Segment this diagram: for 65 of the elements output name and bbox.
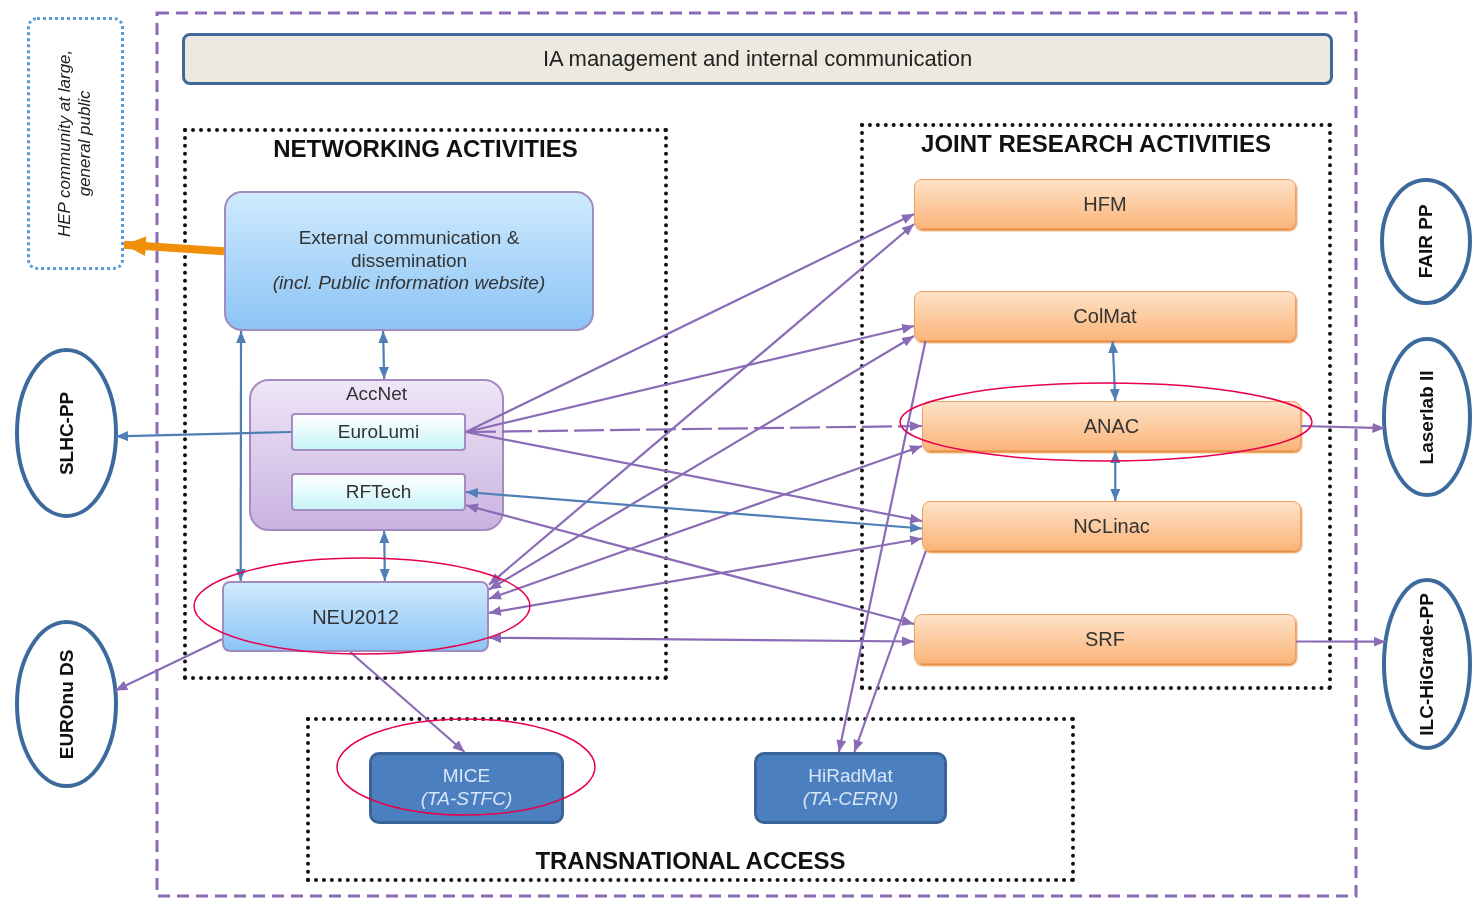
note-text: (incl. Public information website) (271, 272, 547, 296)
label-text: Laserlab II (1415, 369, 1438, 466)
activity-box (914, 291, 1296, 341)
sub-box (291, 413, 466, 451)
label-text: EUROnu DS (55, 648, 78, 761)
label-text: HEP community at large, general public (55, 48, 96, 240)
label-text: External communication & dissemination (297, 226, 521, 273)
activity-box (922, 401, 1301, 451)
group-heading: NETWORKING ACTIVITIES (273, 135, 578, 164)
label-text: RFTech (345, 480, 412, 504)
access-box (754, 752, 947, 824)
arrow (465, 323, 915, 434)
label-text: HiRadMat (808, 765, 893, 788)
label-text: IA management and internal communication (542, 45, 973, 73)
arrow (489, 632, 914, 647)
label-text: ANAC (1083, 414, 1140, 438)
rounded-box (224, 191, 594, 331)
arrow (853, 550, 927, 753)
label-text: SRF (1085, 627, 1125, 651)
activity-box (922, 501, 1301, 551)
access-box (369, 752, 564, 824)
dotted-group-frame (306, 717, 1075, 882)
note-text: (TA-CERN) (802, 788, 899, 811)
arrow (349, 651, 466, 753)
group-heading: JOINT RESEARCH ACTIVITIES (921, 130, 1271, 159)
arrow (1296, 636, 1386, 647)
arrow (488, 223, 915, 586)
rounded-panel (249, 379, 504, 531)
label-text: MICE (442, 765, 491, 788)
activity-box (914, 179, 1296, 229)
group-heading: TRANSNATIONAL ACCESS (535, 847, 846, 876)
arrow (836, 340, 927, 753)
dotted-group-frame (860, 123, 1332, 690)
label-text: FAIR PP (1414, 203, 1437, 281)
arrow (488, 444, 923, 600)
arrow (378, 330, 389, 380)
label-text: SLHC-PP (55, 390, 78, 477)
arrow (465, 487, 923, 533)
arrow (465, 503, 915, 626)
arrow (123, 236, 225, 257)
note-text: (TA-STFC) (420, 788, 513, 811)
label-text: EuroLumi (337, 420, 420, 444)
arrow (114, 638, 223, 692)
label-text: ColMat (1073, 304, 1137, 328)
label-text: AccNet (345, 383, 408, 406)
arrow (379, 531, 390, 581)
header-bar (182, 33, 1333, 85)
arrow (465, 213, 915, 433)
rounded-box (222, 581, 489, 652)
label-text: NCLinac (1073, 514, 1150, 538)
label-text: NEU2012 (312, 604, 399, 629)
arrow (115, 430, 292, 442)
arrow (235, 331, 246, 581)
label-text: HFM (1083, 192, 1127, 216)
label-text: ILC-HiGrade-PP (1415, 591, 1438, 738)
dotted-box (27, 17, 124, 270)
sub-box (291, 473, 466, 511)
activity-box (914, 614, 1296, 664)
dotted-group-frame (183, 128, 668, 680)
arrow (1300, 422, 1385, 433)
arrow (488, 535, 923, 616)
arrow (465, 430, 923, 524)
arrow (488, 335, 915, 591)
arrow (1108, 340, 1120, 402)
arrow (1110, 451, 1121, 501)
